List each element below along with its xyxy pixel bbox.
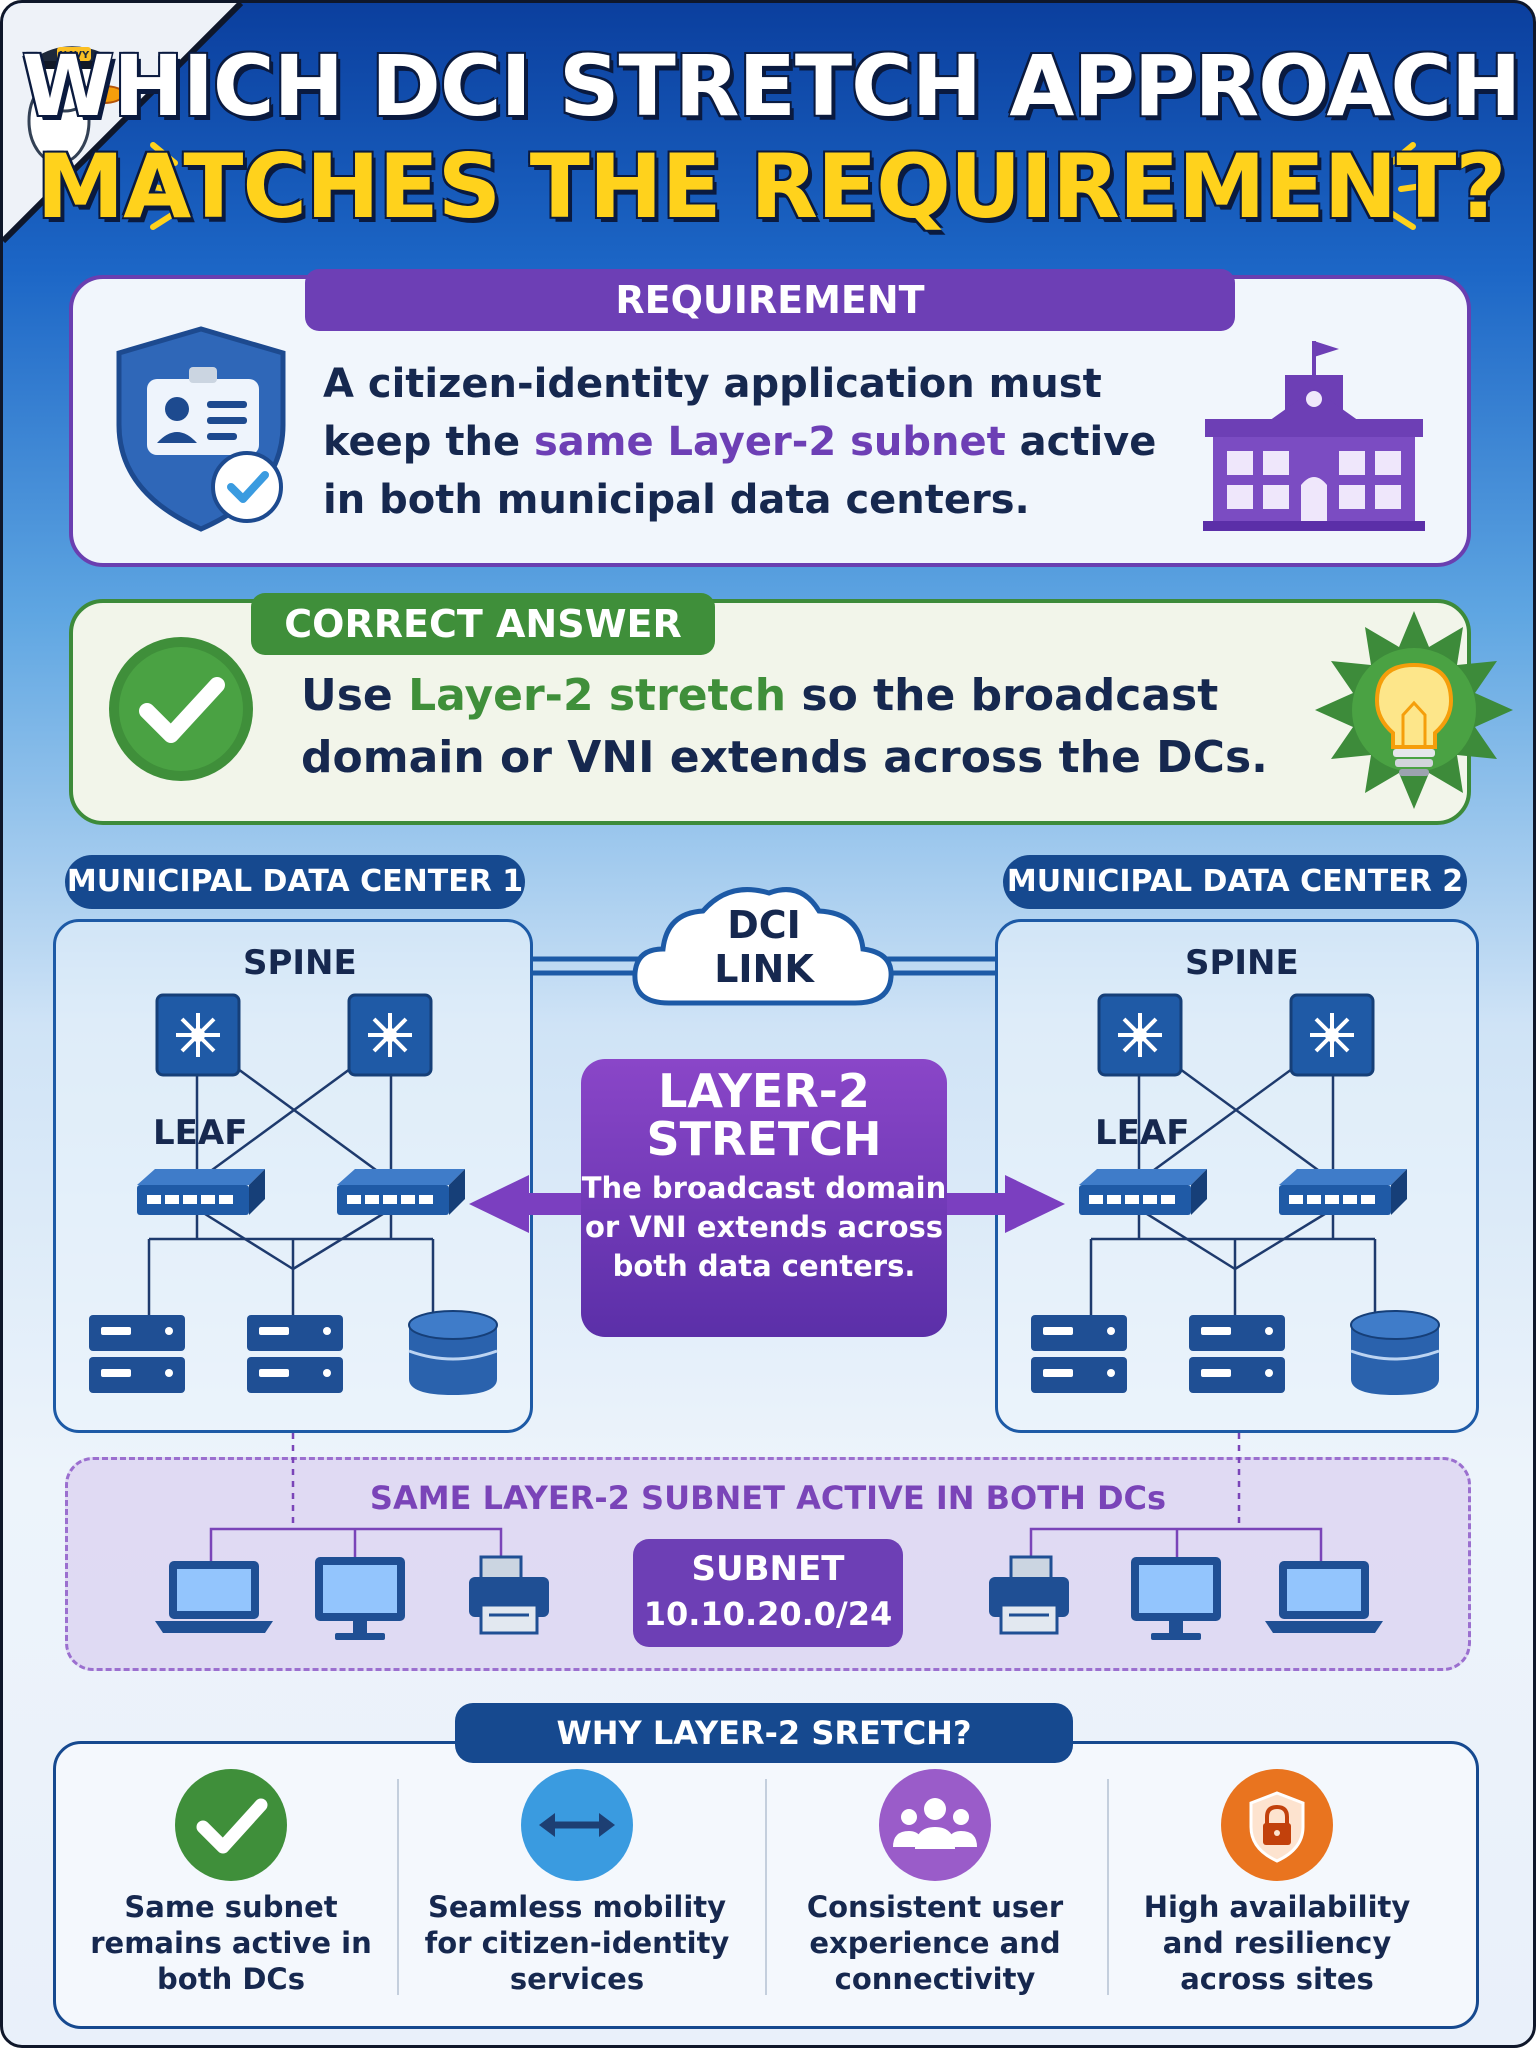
lock-icon (1221, 1769, 1333, 1881)
dci-label-line2: LINK (714, 947, 814, 991)
arrows-icon (521, 1769, 633, 1881)
cloud-icon (632, 887, 894, 1006)
dc2-leaf-label: LEAF (1095, 1113, 1190, 1153)
answer-highlight: Layer-2 stretch (408, 670, 787, 721)
dc1-label: MUNICIPAL DATA CENTER 1 (65, 855, 525, 909)
dc2-topology (1031, 993, 1440, 1395)
title-line-2: MATCHES THE REQUIREMENT? (36, 135, 1507, 238)
divider (765, 1779, 767, 1995)
answer-text-part: Use (301, 670, 409, 721)
benefit-text-mobility: Seamless mobility for citizen-identity s… (424, 1890, 730, 1996)
dc1-spine-label: SPINE (243, 943, 357, 983)
subnet-box (633, 1539, 903, 1647)
subnet-connectors (209, 1433, 1323, 1561)
server-icon (89, 1315, 185, 1393)
spine-switch-icon (155, 993, 241, 1077)
stretch-arrows (469, 1175, 1065, 1233)
dc1-topology (89, 993, 498, 1395)
layer2-stretch-description: The broadcast domain or VNI extends acro… (581, 1171, 947, 1283)
subnet-value: 10.10.20.0/24 (643, 1595, 893, 1633)
server-icon (247, 1315, 343, 1393)
title-line-1: WHICH DCI STRETCH APPROACH (21, 37, 1522, 135)
printer-icon (469, 1555, 549, 1635)
monitor-icon (1131, 1557, 1221, 1640)
benefit-text-availability: High availability and resiliency across … (1143, 1890, 1411, 1996)
server-icon (1031, 1315, 1127, 1393)
requirement-highlight: same Layer-2 subnet (534, 419, 1006, 465)
benefit-text-same-subnet: Same subnet remains active in both DCs (90, 1890, 372, 1996)
endpoint-devices (155, 1555, 1383, 1640)
monitor-icon (315, 1557, 405, 1640)
layer2-stretch-box (581, 1059, 947, 1337)
title-sparks (136, 142, 1432, 230)
dc2-label: MUNICIPAL DATA CENTER 2 (1003, 855, 1467, 909)
requirement-text-part: active in both municipal data centers. (323, 419, 1157, 523)
arrow-right-icon (945, 1175, 1065, 1233)
duck-icon: NAVY (27, 46, 127, 165)
answer-text-part: so the broadcast domain or VNI extends a… (301, 670, 1268, 783)
database-icon (1350, 1310, 1440, 1395)
id-shield-icon (116, 326, 286, 532)
users-icon (879, 1769, 991, 1881)
laptop-icon (1265, 1561, 1383, 1633)
government-building-icon (1203, 341, 1425, 531)
why-heading: WHY LAYER-2 SRETCH? (455, 1703, 1073, 1763)
check-circle-icon (109, 637, 253, 781)
dci-link (533, 887, 995, 1006)
benefit-text-consistency: Consistent user experience and connectiv… (806, 1890, 1064, 1996)
printer-icon (989, 1555, 1069, 1635)
leaf-switch-icon (137, 1169, 265, 1215)
laptop-icon (155, 1561, 273, 1633)
leaf-switch-icon (1279, 1169, 1407, 1215)
leaf-switch-icon (1079, 1169, 1207, 1215)
server-icon (1189, 1315, 1285, 1393)
dc1-leaf-label: LEAF (153, 1113, 248, 1153)
correct-answer-text: Use Layer-2 stretch so the broadcast dom… (301, 665, 1321, 789)
requirement-tab: REQUIREMENT (305, 269, 1235, 331)
leaf-switch-icon (337, 1169, 465, 1215)
subnet-heading: SAME LAYER-2 SUBNET ACTIVE IN BOTH DCs (369, 1479, 1167, 1517)
stretch-title-line1: LAYER-2 (658, 1064, 870, 1118)
arrow-left-icon (469, 1175, 589, 1233)
correct-answer-tab: CORRECT ANSWER (251, 593, 715, 655)
check-icon (175, 1769, 287, 1881)
spine-switch-icon (347, 993, 433, 1077)
requirement-text-part: A citizen-identity application must keep… (323, 361, 1102, 465)
divider (397, 1779, 399, 1995)
stretch-title-line2: STRETCH (646, 1112, 882, 1166)
spine-switch-icon (1097, 993, 1183, 1077)
divider (1107, 1779, 1109, 1995)
dci-label-line1: DCI (727, 903, 801, 947)
mascot-badge: NAVY (3, 3, 244, 244)
dc2-spine-label: SPINE (1185, 943, 1299, 983)
lightbulb-icon (1315, 611, 1513, 809)
subnet-label: SUBNET (691, 1549, 845, 1589)
database-icon (408, 1310, 498, 1395)
benefit-icons (175, 1769, 1333, 1881)
badge-text: NAVY (59, 50, 90, 61)
requirement-text: A citizen-identity application must keep… (323, 355, 1183, 529)
spine-switch-icon (1289, 993, 1375, 1077)
